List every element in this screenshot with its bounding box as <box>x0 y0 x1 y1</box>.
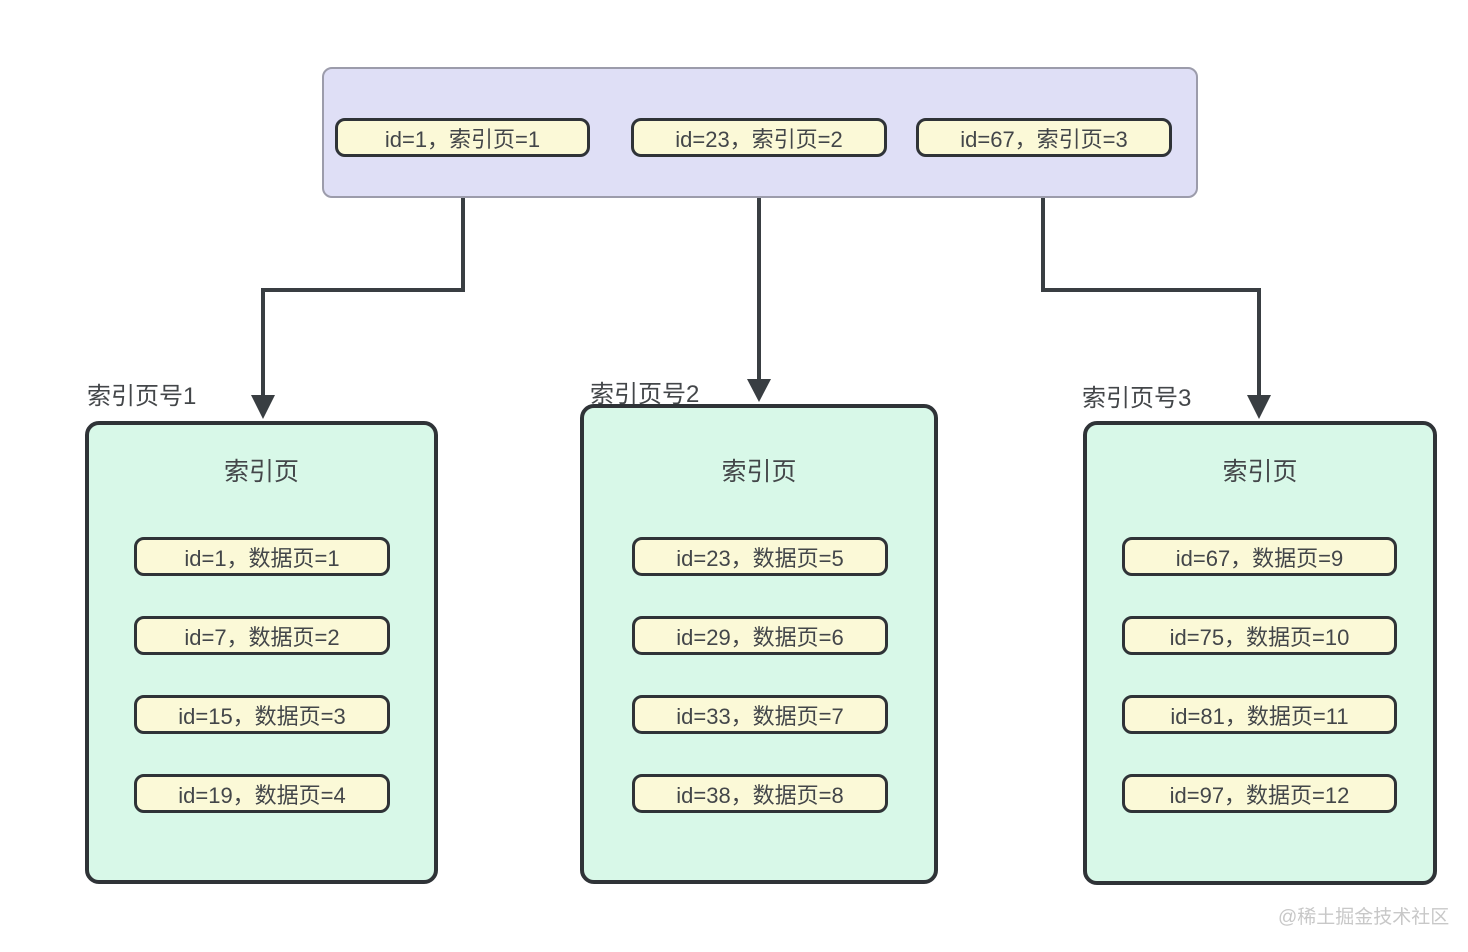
arrowhead-root-to-page-2 <box>747 379 771 402</box>
root-entry-3: id=67，索引页=3 <box>916 118 1172 157</box>
page-1-entry-1: id=1，数据页=1 <box>134 537 390 576</box>
page-2-label: 索引页号2 <box>590 381 700 408</box>
arrowhead-root-to-page-1 <box>251 395 275 419</box>
page-2-entry-3: id=33，数据页=7 <box>632 695 888 734</box>
page-1-entry-2: id=7，数据页=2 <box>134 616 390 655</box>
root-entry-2: id=23，索引页=2 <box>631 118 887 157</box>
root-entry-1: id=1，索引页=1 <box>335 118 590 157</box>
watermark: @稀土掘金技术社区 <box>1278 907 1450 928</box>
page-3-title: 索引页 <box>1222 458 1298 486</box>
page-3-entry-4: id=97，数据页=12 <box>1122 774 1397 813</box>
connector-root-to-page-1 <box>261 157 465 396</box>
page-2-title: 索引页 <box>721 458 797 486</box>
connector-root-to-page-3 <box>1041 157 1261 396</box>
page-1-entry-3: id=15，数据页=3 <box>134 695 390 734</box>
page-1-entry-4: id=19，数据页=4 <box>134 774 390 813</box>
page-3-entry-1: id=67，数据页=9 <box>1122 537 1397 576</box>
page-3-entry-3: id=81，数据页=11 <box>1122 695 1397 734</box>
page-2-entry-4: id=38，数据页=8 <box>632 774 888 813</box>
page-3-label: 索引页号3 <box>1082 385 1192 412</box>
page-2-entry-2: id=29，数据页=6 <box>632 616 888 655</box>
page-2-entry-1: id=23，数据页=5 <box>632 537 888 576</box>
page-1-title: 索引页 <box>223 458 299 486</box>
page-3-entry-2: id=75，数据页=10 <box>1122 616 1397 655</box>
page-1-label: 索引页号1 <box>87 383 197 410</box>
arrowhead-root-to-page-3 <box>1247 395 1271 419</box>
